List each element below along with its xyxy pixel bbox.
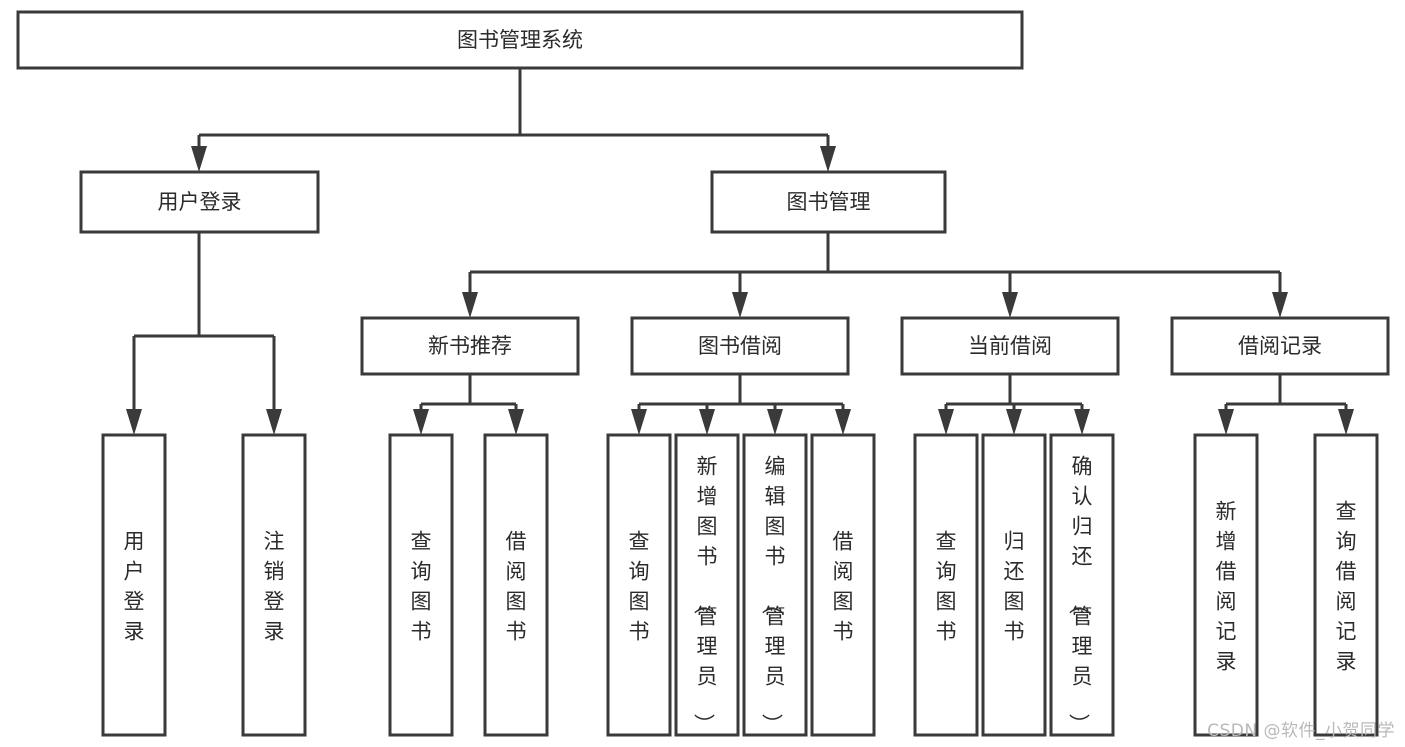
node-leaf-logout[interactable]: 注销登录 (241, 433, 307, 737)
node-leaf-query-book-current[interactable]: 查询图书 (913, 433, 979, 737)
node-leaf-user-login[interactable]: 用户登录 (101, 433, 167, 737)
node-box-leaf-query-book-borrow[interactable] (606, 433, 672, 737)
node-box-leaf-borrow-book[interactable] (810, 433, 876, 737)
node-label-root: 图书管理系统 (457, 28, 583, 52)
node-box-user-login[interactable] (79, 170, 320, 234)
connectors-layer (126, 68, 1354, 435)
node-leaf-borrow-book[interactable]: 借阅图书 (810, 433, 876, 737)
node-book-management[interactable]: 图书管理 (710, 170, 947, 234)
connector-conn-borrow-to-leaves (631, 374, 851, 435)
node-current-borrow[interactable]: 当前借阅 (900, 316, 1120, 376)
node-box-leaf-logout[interactable] (241, 433, 307, 737)
node-box-leaf-query-borrow-record[interactable] (1313, 433, 1379, 737)
node-leaf-query-borrow-record[interactable]: 查询借阅记录 (1313, 433, 1379, 737)
node-leaf-borrow-book-recommend[interactable]: 借阅图书 (483, 433, 549, 737)
csdn-watermark: CSDN @软件_小贺同学 (1207, 721, 1395, 741)
node-box-leaf-confirm-return-admin[interactable] (1049, 433, 1115, 737)
node-leaf-confirm-return-admin[interactable]: 确认归还（管理员） (1049, 433, 1115, 737)
node-label-book-borrow: 图书借阅 (698, 334, 782, 358)
connector-conn-current-to-leaves (938, 374, 1090, 435)
node-label-leaf-query-borrow-record: 查询借阅记录 (1336, 499, 1357, 673)
connector-conn-root-to-level2 (191, 68, 836, 172)
node-label-current-borrow: 当前借阅 (968, 334, 1052, 358)
node-box-new-book-recommend[interactable] (360, 316, 580, 376)
node-leaf-return-book[interactable]: 归还图书 (981, 433, 1047, 737)
node-label-leaf-user-login: 用户登录 (124, 529, 145, 643)
node-box-leaf-add-borrow-record[interactable] (1193, 433, 1259, 737)
node-label-leaf-query-book-recommend: 查询图书 (411, 529, 432, 643)
node-label-leaf-borrow-book: 借阅图书 (833, 529, 854, 643)
node-box-leaf-user-login[interactable] (101, 433, 167, 737)
connector-conn-record-to-leaves (1218, 374, 1354, 435)
node-box-current-borrow[interactable] (900, 316, 1120, 376)
node-leaf-add-borrow-record[interactable]: 新增借阅记录 (1193, 433, 1259, 737)
node-leaf-edit-book-admin[interactable]: 编辑图书（管理员） (742, 433, 808, 737)
connector-conn-recommend-to-leaves (413, 374, 524, 435)
node-label-book-management: 图书管理 (787, 190, 871, 214)
connector-conn-login-to-leaves (126, 232, 282, 435)
node-user-login[interactable]: 用户登录 (79, 170, 320, 234)
node-leaf-add-book-admin[interactable]: 新增图书（管理员） (674, 433, 740, 737)
node-label-leaf-edit-book-admin: 编辑图书（管理员） (760, 454, 786, 734)
node-box-leaf-return-book[interactable] (981, 433, 1047, 737)
node-box-borrow-record[interactable] (1170, 316, 1390, 376)
node-book-borrow[interactable]: 图书借阅 (630, 316, 850, 376)
node-label-new-book-recommend: 新书推荐 (428, 334, 512, 358)
node-box-book-borrow[interactable] (630, 316, 850, 376)
node-label-user-login: 用户登录 (158, 190, 242, 214)
nodes-layer: 图书管理系统用户登录图书管理新书推荐图书借阅当前借阅借阅记录用户登录注销登录查询… (16, 10, 1390, 737)
node-box-leaf-edit-book-admin[interactable] (742, 433, 808, 737)
node-label-leaf-return-book: 归还图书 (1004, 529, 1025, 643)
node-box-leaf-query-book-current[interactable] (913, 433, 979, 737)
node-box-root[interactable] (16, 10, 1024, 70)
node-box-leaf-query-book-recommend[interactable] (388, 433, 454, 737)
node-leaf-query-book-borrow[interactable]: 查询图书 (606, 433, 672, 737)
node-label-leaf-query-book-borrow: 查询图书 (629, 529, 650, 643)
node-label-leaf-add-borrow-record: 新增借阅记录 (1216, 499, 1237, 673)
connector-conn-bookmgmt-to-level3 (462, 232, 1288, 318)
node-label-leaf-query-book-current: 查询图书 (936, 529, 957, 643)
node-box-leaf-add-book-admin[interactable] (674, 433, 740, 737)
node-leaf-query-book-recommend[interactable]: 查询图书 (388, 433, 454, 737)
node-new-book-recommend[interactable]: 新书推荐 (360, 316, 580, 376)
node-label-leaf-borrow-book-recommend: 借阅图书 (506, 529, 527, 643)
node-label-leaf-logout: 注销登录 (264, 529, 285, 643)
node-root[interactable]: 图书管理系统 (16, 10, 1024, 70)
node-box-leaf-borrow-book-recommend[interactable] (483, 433, 549, 737)
node-label-borrow-record: 借阅记录 (1238, 334, 1322, 358)
node-label-leaf-confirm-return-admin: 确认归还（管理员） (1067, 454, 1093, 734)
node-box-book-management[interactable] (710, 170, 947, 234)
node-borrow-record[interactable]: 借阅记录 (1170, 316, 1390, 376)
node-label-leaf-add-book-admin: 新增图书（管理员） (692, 454, 718, 734)
